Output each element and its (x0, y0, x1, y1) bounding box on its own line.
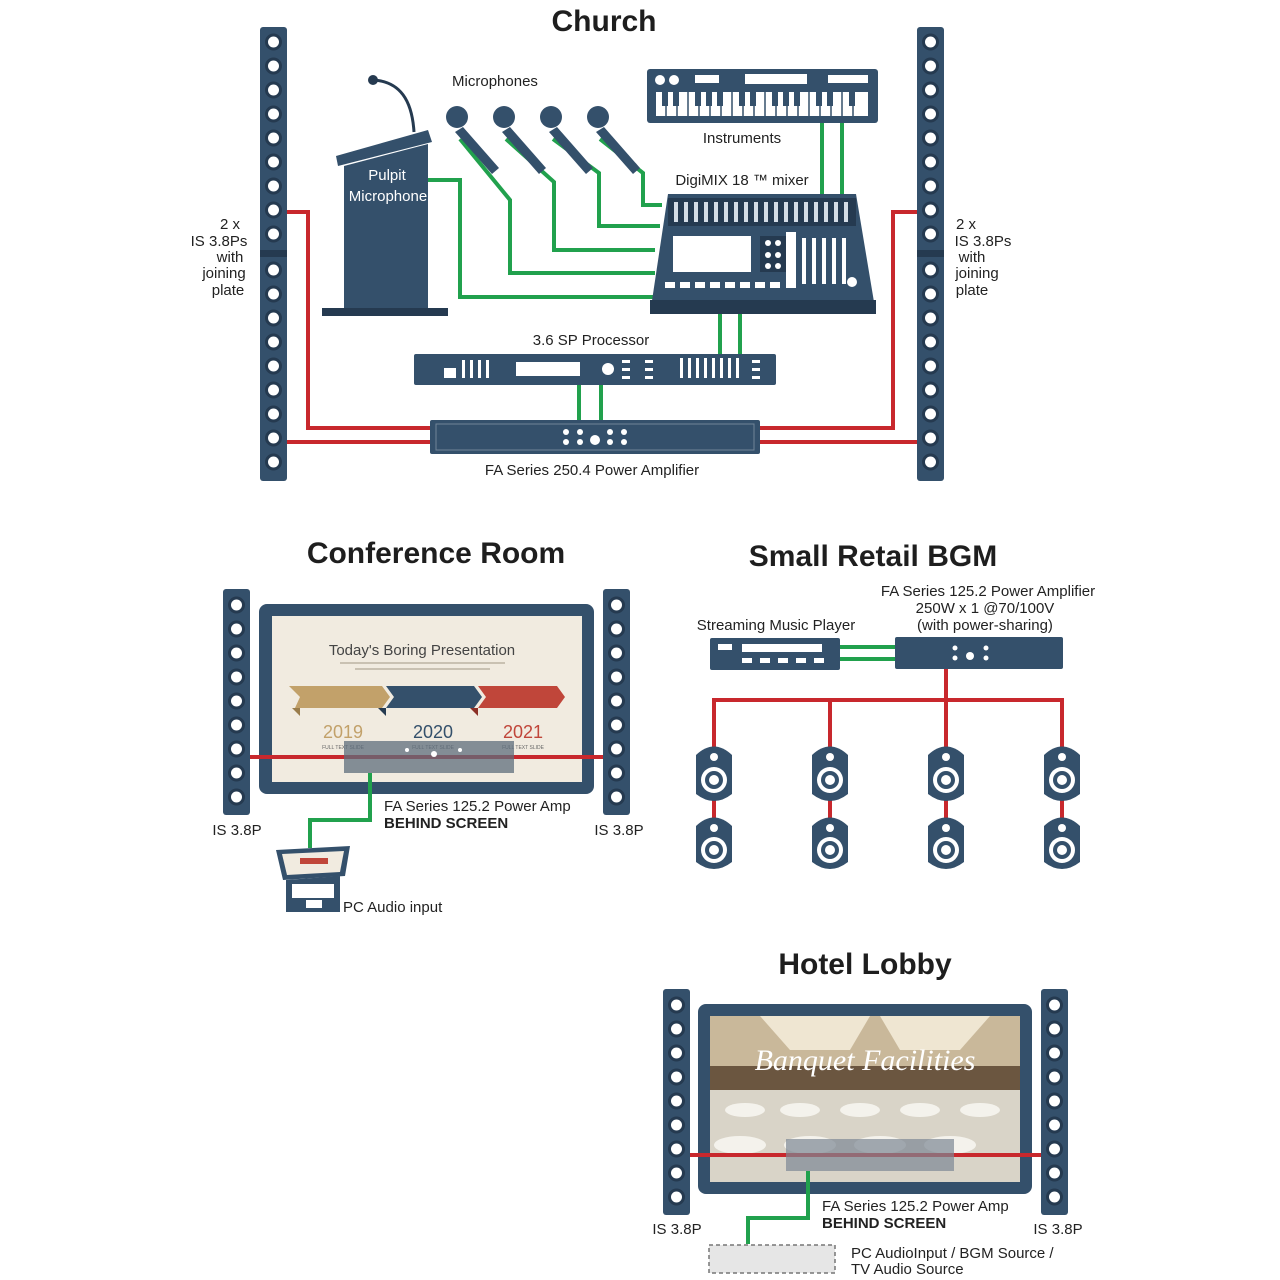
speaker-icon (812, 817, 848, 869)
mixer-label: DigiMIX 18 ™ mixer (675, 172, 808, 189)
church-title: Church (552, 5, 657, 38)
retail-amp-label-3: (with power-sharing) (917, 617, 1053, 634)
microphone-icon (540, 106, 593, 174)
church-section: Church (191, 5, 1011, 481)
pulpit-label-1: Pulpit (368, 167, 406, 184)
conference-left-speaker-label: IS 3.8P (212, 822, 261, 839)
conference-right-speaker-column (603, 589, 630, 815)
hotel-right-speaker-label: IS 3.8P (1033, 1221, 1082, 1238)
pc-audio-label: PC Audio input (343, 899, 443, 916)
hotel-right-speaker-column (1041, 989, 1068, 1215)
hotel-green-cable (746, 1171, 810, 1244)
conference-section: Conference Room IS 3.8P IS 3.8P T (212, 537, 643, 916)
conference-amp-note: BEHIND SCREEN (384, 815, 508, 832)
label-line: 2 x (220, 216, 241, 233)
church-right-speaker-column (917, 27, 944, 481)
speaker-icon (812, 746, 848, 801)
instruments-label: Instruments (703, 130, 781, 147)
fa-125-amplifier (895, 637, 1063, 669)
slide-caption: FULL TEXT SLIDE (322, 745, 365, 751)
speaker-icon (696, 746, 732, 801)
retail-green-cables (840, 645, 895, 661)
church-left-speaker-column (260, 27, 287, 481)
hotel-amp-label: FA Series 125.2 Power Amp (822, 1198, 1009, 1215)
label-line: IS 3.8Ps (191, 233, 248, 250)
speaker-icon (1044, 746, 1080, 801)
processor-label: 3.6 SP Processor (533, 332, 649, 349)
church-right-speaker-drivers (922, 33, 939, 471)
retail-amp-label-1: FA Series 125.2 Power Amplifier (881, 583, 1095, 600)
microphones-label: Microphones (452, 73, 538, 90)
conference-right-speaker-label: IS 3.8P (594, 822, 643, 839)
amplifier-label: FA Series 250.4 Power Amplifier (485, 462, 699, 479)
microphone-icon (587, 106, 640, 174)
label-line: with (216, 249, 244, 266)
speaker-icon (696, 817, 732, 869)
source-label-1: PC AudioInput / BGM Source / (851, 1245, 1054, 1262)
conference-amp-label: FA Series 125.2 Power Amp (384, 798, 571, 815)
keyboard-instrument (647, 69, 878, 123)
microphone-icon (493, 106, 546, 174)
label-line: joining (201, 265, 245, 282)
audio-source-box (708, 1244, 836, 1274)
speaker-icon (928, 817, 964, 869)
church-right-speaker-label: 2 x IS 3.8Ps with joining plate (954, 216, 1011, 299)
conference-title: Conference Room (307, 537, 565, 570)
handheld-microphones (446, 106, 640, 174)
church-left-speaker-drivers (265, 33, 282, 471)
slide-year: 2021 (503, 722, 543, 742)
label-line: joining (954, 265, 998, 282)
speaker-icon (1044, 817, 1080, 869)
retail-red-cables (712, 669, 1064, 820)
pulpit-label-2: Microphone (349, 188, 427, 205)
source-label-2: TV Audio Source (851, 1261, 964, 1278)
hotel-section: Hotel Lobby IS 3.8P IS 3.8P (652, 948, 1082, 1278)
pulpit (322, 75, 448, 316)
retail-speakers (696, 746, 1080, 869)
retail-amp-label-2: 250W x 1 @70/100V (916, 600, 1055, 617)
fa-250-amplifier (430, 420, 760, 454)
conference-amp-behind-screen (344, 741, 514, 773)
slide-caption: FULL TEXT SLIDE (502, 745, 545, 751)
sp-processor (414, 354, 776, 385)
conference-left-speaker-column (223, 589, 250, 815)
speaker-icon (928, 746, 964, 801)
laptop-icon (276, 846, 350, 912)
church-left-speaker-label: 2 x IS 3.8Ps with joining plate (191, 216, 248, 299)
retail-section: Small Retail BGM FA Series 125.2 Power A… (696, 540, 1095, 869)
label-line: IS 3.8Ps (955, 233, 1012, 250)
conference-green-cable (308, 773, 372, 848)
streaming-music-player (710, 638, 840, 670)
slide-title: Today's Boring Presentation (329, 642, 515, 659)
label-line: plate (956, 282, 989, 299)
player-label: Streaming Music Player (697, 617, 855, 634)
slide-year: 2019 (323, 722, 363, 742)
hotel-left-speaker-column (663, 989, 690, 1215)
label-line: 2 x (956, 216, 977, 233)
hotel-amp-note: BEHIND SCREEN (822, 1215, 946, 1232)
label-line: with (958, 249, 986, 266)
retail-title: Small Retail BGM (749, 540, 997, 573)
hotel-amp-behind-screen (786, 1139, 954, 1171)
church-red-cables (287, 210, 918, 444)
slide-year: 2020 (413, 722, 453, 742)
label-line: plate (212, 282, 245, 299)
hotel-title: Hotel Lobby (778, 948, 952, 981)
banquet-caption: Banquet Facilities (755, 1044, 976, 1077)
microphone-icon (446, 106, 499, 174)
digimix-mixer (650, 194, 876, 314)
hotel-left-speaker-label: IS 3.8P (652, 1221, 701, 1238)
